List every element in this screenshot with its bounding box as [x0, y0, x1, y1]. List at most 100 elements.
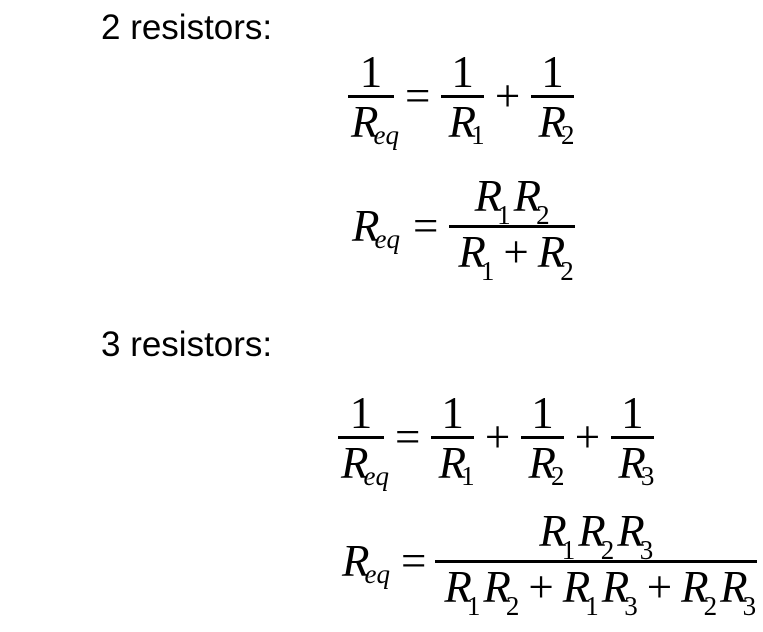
r-subscript-eq: eq	[374, 224, 400, 254]
numerator: R1R2R3	[529, 509, 663, 566]
r-subscript-1: 1	[461, 461, 475, 491]
factor: R1	[562, 562, 599, 622]
numeral-one: 1	[451, 47, 474, 97]
numeral-one: 1	[531, 388, 554, 438]
term: R2	[538, 230, 574, 287]
r-symbol: R	[483, 562, 511, 612]
r-subscript-1: 1	[561, 535, 576, 565]
numerator: 1	[531, 47, 574, 97]
term: R1R3	[563, 565, 638, 622]
r-subscript-2: 2	[600, 535, 615, 565]
plus-sign: +	[528, 562, 554, 612]
r-subscript-2: 2	[505, 591, 520, 621]
term: R1	[458, 230, 494, 287]
r-subscript-1: 1	[466, 591, 481, 621]
r-symbol: R	[448, 97, 477, 147]
equals-sign: =	[404, 71, 431, 121]
numeral-one: 1	[359, 47, 383, 97]
numeral-one: 1	[541, 47, 564, 97]
factor: R2	[483, 562, 519, 622]
fraction-bar	[338, 436, 384, 439]
denominator: R1+R2	[449, 230, 574, 287]
r-symbol: R	[474, 171, 503, 221]
numerator: 1	[350, 47, 393, 97]
fraction: R1R2 R1+R2	[449, 174, 575, 287]
r-symbol: R	[537, 227, 566, 277]
product-r1r2: R1R2	[475, 174, 550, 231]
term: R2R3	[681, 565, 756, 622]
r-subscript-2: 2	[536, 200, 550, 230]
fraction-bar	[521, 436, 564, 439]
r-subscript-eq: eq	[373, 120, 399, 150]
numerator: 1	[340, 388, 383, 438]
numeral-one: 1	[441, 388, 464, 438]
r-symbol: R	[458, 227, 486, 277]
r-subscript-1: 1	[471, 120, 485, 150]
term: R1R2	[444, 565, 519, 622]
r-subscript-1: 1	[585, 591, 599, 621]
plus-sign: +	[484, 412, 511, 462]
r-subscript-eq: eq	[364, 559, 390, 589]
numerator: 1	[431, 388, 474, 438]
r-symbol: R	[513, 171, 542, 221]
r-symbol: R	[562, 562, 591, 612]
factor: R2	[578, 506, 614, 566]
numeral-one: 1	[621, 388, 644, 438]
numerator: R1R2	[465, 174, 560, 231]
r-symbol: R	[341, 438, 369, 488]
factor: R2	[681, 562, 717, 622]
factor: R2	[513, 171, 550, 231]
numerator: 1	[611, 388, 654, 438]
numerator: 1	[521, 388, 564, 438]
numerator: 1	[441, 47, 484, 97]
fraction-bar	[348, 95, 394, 98]
r-symbol: R	[578, 506, 606, 556]
factor: R1	[458, 227, 494, 287]
fraction-bar	[431, 436, 474, 439]
r-subscript-2: 2	[561, 120, 575, 150]
equals-sign: =	[412, 201, 439, 251]
plus-sign: +	[494, 71, 521, 121]
r-symbol: R	[617, 506, 645, 556]
fraction-bar	[435, 560, 758, 563]
r-symbol: R	[601, 562, 630, 612]
r-symbol: R	[342, 536, 370, 586]
r-symbol: R	[538, 97, 567, 147]
product-r1r2r3: R1R2R3	[539, 509, 653, 566]
section-label-2-resistors: 2 resistors:	[101, 8, 273, 47]
r-subscript-3: 3	[639, 535, 654, 565]
section-label-3-resistors: 3 resistors:	[101, 325, 273, 364]
factor: R3	[601, 562, 638, 622]
fraction-bar	[611, 436, 654, 439]
r-symbol: R	[681, 562, 709, 612]
factor: R3	[617, 506, 653, 566]
fraction-bar	[441, 95, 484, 98]
numeral-one: 1	[349, 388, 373, 438]
r-subscript-1: 1	[480, 256, 495, 286]
r-symbol: R	[438, 438, 467, 488]
plus-sign: +	[646, 562, 673, 612]
plus-sign: +	[574, 412, 601, 462]
r-subscript-3: 3	[640, 461, 655, 491]
r-symbol: R	[720, 562, 748, 612]
r-subscript-3: 3	[624, 591, 638, 621]
fraction-bar	[449, 225, 575, 228]
factor: R2	[537, 227, 574, 287]
r-subscript-2: 2	[560, 256, 574, 286]
equals-sign: =	[400, 536, 427, 586]
